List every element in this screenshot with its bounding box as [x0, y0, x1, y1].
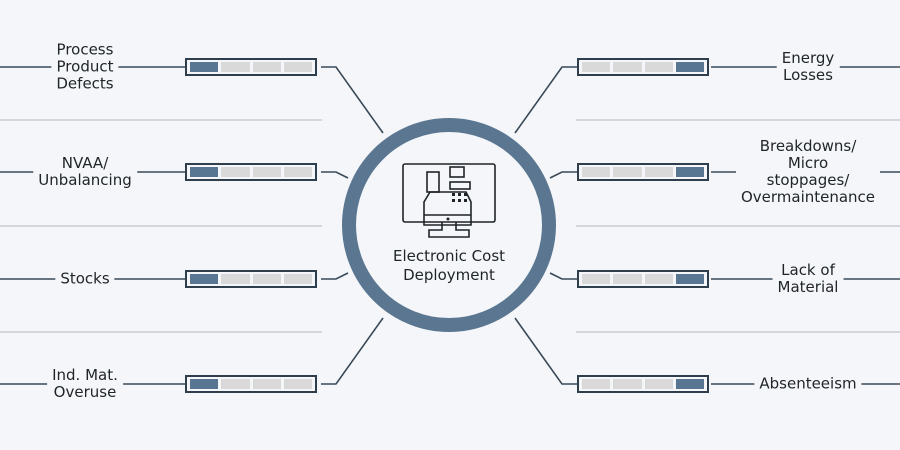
empty-segment [613, 62, 642, 72]
label-line: Unbalancing [38, 171, 132, 189]
empty-segment [644, 167, 673, 177]
left-level-bar [185, 58, 317, 76]
label-line: Stocks [60, 269, 110, 288]
label-line: NVAA/ [61, 154, 109, 172]
empty-segment [221, 274, 250, 284]
label-line: Micro [787, 154, 829, 172]
empty-segment [644, 62, 673, 72]
label-line: Absenteeism [759, 374, 857, 393]
filled-segment [190, 62, 219, 72]
label-line: Breakdowns/ [759, 137, 857, 155]
label-line: Defects [56, 74, 114, 93]
empty-segment [283, 62, 312, 72]
empty-segment [582, 274, 611, 284]
right-level-bar [577, 163, 709, 181]
left-item-label: NVAA/Unbalancing [33, 155, 137, 189]
empty-segment [613, 167, 642, 177]
empty-segment [613, 274, 642, 284]
right-level-bar [577, 375, 709, 393]
left-level-bar [185, 375, 317, 393]
label-line: Process [56, 40, 114, 59]
empty-segment [613, 379, 642, 389]
left-level-bar [185, 163, 317, 181]
empty-segment [283, 167, 312, 177]
empty-segment [283, 379, 312, 389]
empty-segment [644, 274, 673, 284]
empty-segment [252, 167, 281, 177]
filled-segment [190, 167, 219, 177]
label-line: Ind. Mat. [52, 366, 118, 384]
label-line: Material [777, 278, 839, 296]
filled-segment [675, 62, 704, 72]
empty-segment [644, 379, 673, 389]
filled-segment [675, 167, 704, 177]
center-title: Electronic Cost Deployment [392, 247, 506, 284]
empty-segment [252, 62, 281, 72]
filled-segment [190, 379, 219, 389]
empty-segment [221, 62, 250, 72]
empty-segment [221, 167, 250, 177]
label-line: Energy [781, 49, 835, 67]
label-line: Losses [783, 66, 833, 84]
empty-segment [582, 167, 611, 177]
empty-segment [283, 274, 312, 284]
left-item-label: Ind. Mat.Overuse [47, 367, 123, 401]
filled-segment [675, 274, 704, 284]
right-level-bar [577, 58, 709, 76]
empty-segment [221, 379, 250, 389]
cash-register-monitor-icon [402, 163, 496, 238]
filled-segment [190, 274, 219, 284]
label-line: Overmaintenance [740, 188, 876, 206]
label-line: stoppages/ [766, 171, 850, 189]
empty-segment [582, 379, 611, 389]
right-item-label: Absenteeism [754, 374, 862, 393]
label-line: Overuse [53, 383, 117, 401]
empty-segment [582, 62, 611, 72]
left-item-label: Stocks [55, 269, 115, 288]
right-level-bar [577, 270, 709, 288]
empty-segment [252, 274, 281, 284]
label-line: Lack of [781, 261, 835, 279]
filled-segment [675, 379, 704, 389]
empty-segment [252, 379, 281, 389]
left-level-bar [185, 270, 317, 288]
label-line: Product [56, 57, 114, 76]
